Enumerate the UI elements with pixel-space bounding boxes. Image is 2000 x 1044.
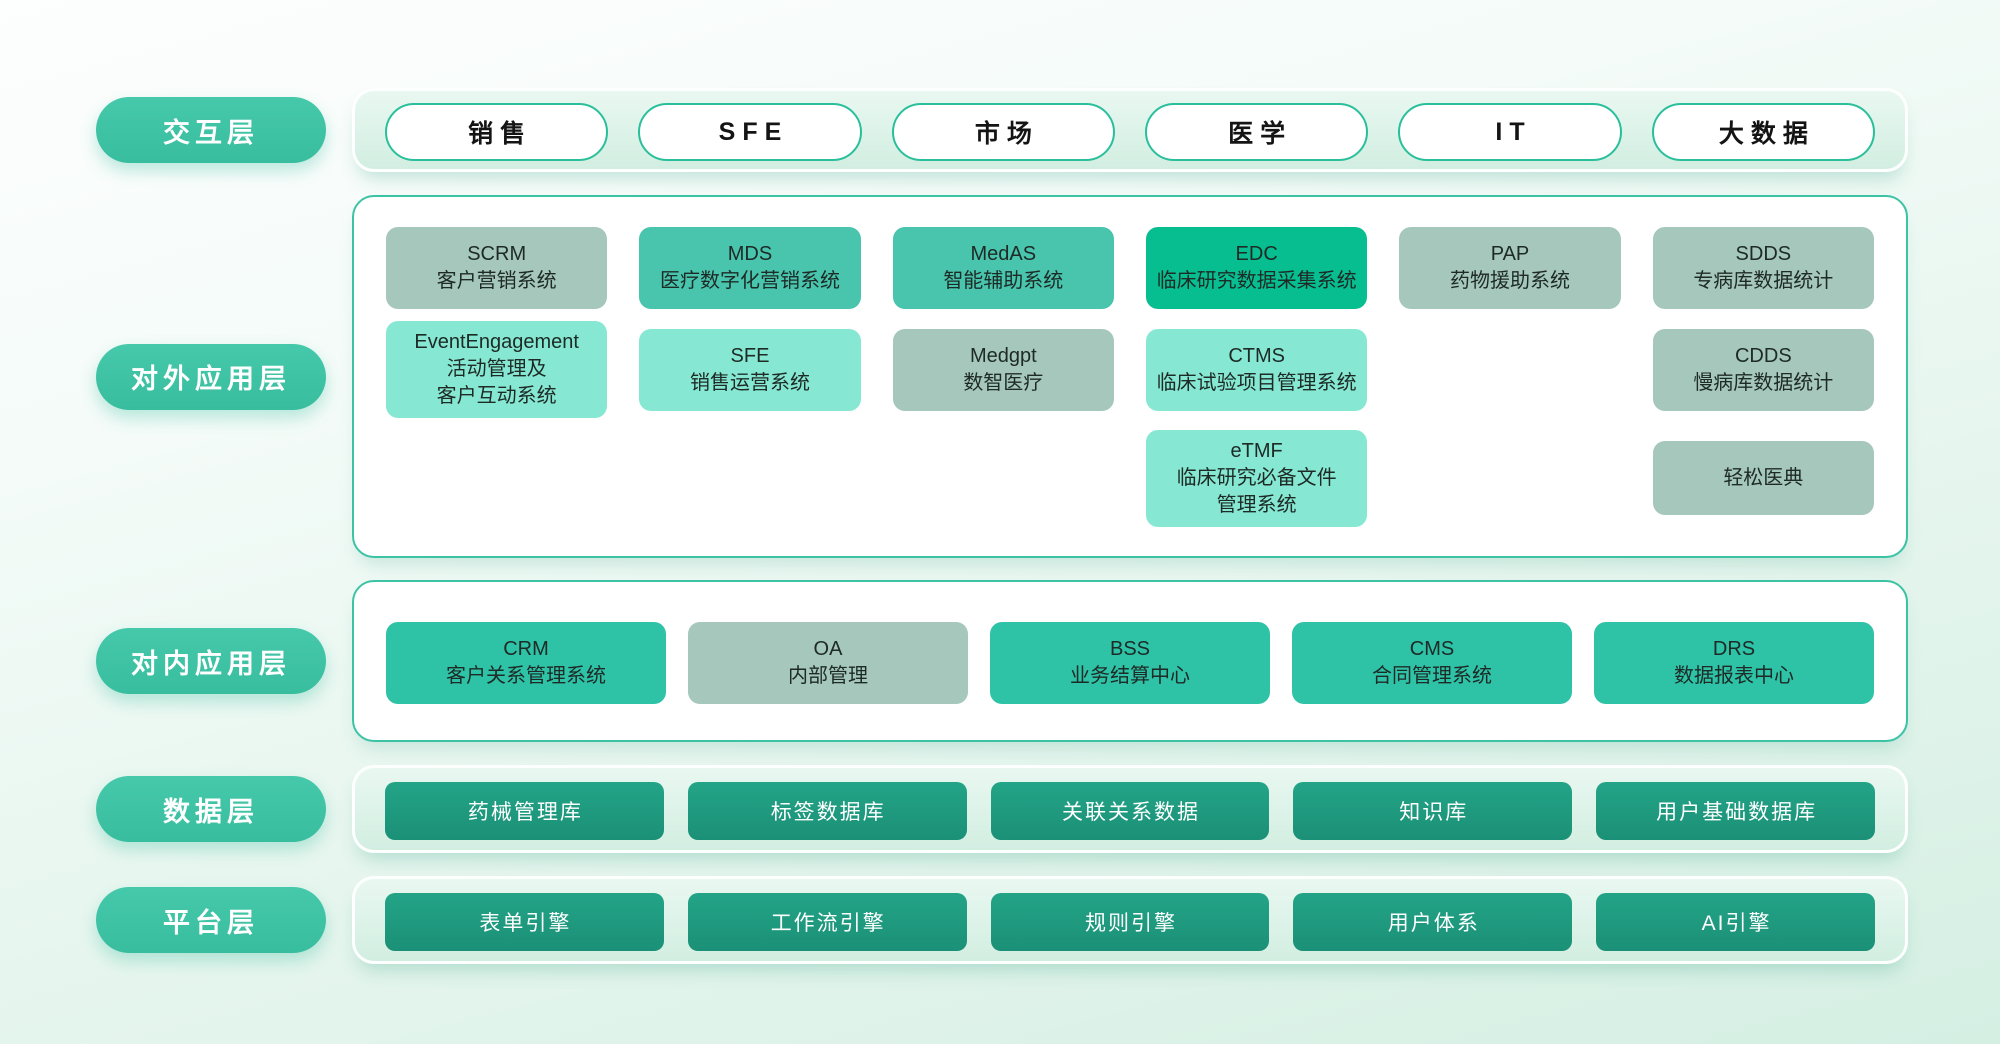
- pill-sales: 销售: [385, 103, 609, 161]
- platform-layer-label-col: 平台层: [96, 887, 352, 953]
- box-form-engine: 表单引擎: [385, 893, 664, 951]
- layer-label-interaction: 交互层: [96, 97, 326, 163]
- card-pap: PAP 药物援助系统: [1399, 227, 1621, 309]
- pill-market: 市场: [891, 103, 1115, 161]
- card-oa: OA 内部管理: [688, 622, 968, 704]
- card-drs: DRS 数据报表中心: [1594, 622, 1874, 704]
- internal-apps-row: 对内应用层 CRM 客户关系管理系统 OA 内部管理 BSS 业务结算中心 CM…: [96, 580, 1908, 742]
- external-apps-panel: SCRM 客户营销系统 MDS 医疗数字化营销系统 MedAS 智能辅助系统 E…: [352, 195, 1908, 558]
- box-knowledge-base: 知识库: [1293, 782, 1573, 840]
- card-medgpt: Medgpt 数智医疗: [892, 328, 1114, 411]
- card-medas: MedAS 智能辅助系统: [892, 227, 1114, 309]
- platform-layer-row: 平台层 表单引擎 工作流引擎 规则引擎 用户体系 AI引擎: [96, 876, 1908, 964]
- pill-bigdata: 大数据: [1651, 103, 1875, 161]
- card-cms: CMS 合同管理系统: [1292, 622, 1572, 704]
- card-edc: EDC 临床研究数据采集系统: [1145, 227, 1368, 309]
- interaction-layer-row: 交互层 销售 SFE 市场 医学 IT 大数据: [96, 88, 1908, 172]
- interaction-layer-tray: 销售 SFE 市场 医学 IT 大数据: [352, 88, 1908, 172]
- box-ai-engine: AI引擎: [1596, 893, 1875, 951]
- card-ctms: CTMS 临床试验项目管理系统: [1145, 328, 1368, 411]
- card-sdds: SDDS 专病库数据统计: [1652, 227, 1874, 309]
- card-scrm: SCRM 客户营销系统: [386, 227, 608, 309]
- layer-label-external-apps: 对外应用层: [96, 343, 326, 410]
- box-drug-device-db: 药械管理库: [385, 782, 664, 840]
- box-user-base-db: 用户基础数据库: [1596, 782, 1875, 840]
- card-bss: BSS 业务结算中心: [990, 622, 1270, 704]
- card-etmf: eTMF 临床研究必备文件 管理系统: [1145, 429, 1368, 527]
- data-layer-label-col: 数据层: [96, 776, 352, 842]
- box-workflow-engine: 工作流引擎: [687, 893, 967, 951]
- layer-label-platform: 平台层: [96, 887, 326, 953]
- architecture-diagram: 交互层 销售 SFE 市场 医学 IT 大数据 对外应用层 SCRM 客户营销系…: [96, 88, 1908, 964]
- card-event-engagement: EventEngagement 活动管理及 客户互动系统: [386, 321, 608, 419]
- box-user-system: 用户体系: [1293, 893, 1573, 951]
- box-tag-db: 标签数据库: [687, 782, 967, 840]
- layer-label-internal-apps: 对内应用层: [96, 628, 326, 694]
- box-rule-engine: 规则引擎: [990, 893, 1270, 951]
- internal-apps-panel: CRM 客户关系管理系统 OA 内部管理 BSS 业务结算中心 CMS 合同管理…: [352, 580, 1908, 742]
- external-apps-row: 对外应用层 SCRM 客户营销系统 MDS 医疗数字化营销系统 MedAS 智能…: [96, 195, 1908, 558]
- card-cdds: CDDS 慢病库数据统计: [1652, 328, 1874, 411]
- card-qingsong-yidian: 轻松医典: [1652, 441, 1874, 516]
- card-sfe: SFE 销售运营系统: [639, 328, 861, 411]
- pill-sfe: SFE: [638, 103, 862, 161]
- external-apps-label-col: 对外应用层: [96, 343, 352, 410]
- pill-medical: 医学: [1144, 103, 1369, 161]
- data-layer-row: 数据层 药械管理库 标签数据库 关联关系数据 知识库 用户基础数据库: [96, 765, 1908, 853]
- internal-apps-label-col: 对内应用层: [96, 628, 352, 694]
- interaction-layer-label-col: 交互层: [96, 97, 352, 163]
- data-layer-tray: 药械管理库 标签数据库 关联关系数据 知识库 用户基础数据库: [352, 765, 1908, 853]
- pill-it: IT: [1398, 103, 1622, 161]
- platform-layer-tray: 表单引擎 工作流引擎 规则引擎 用户体系 AI引擎: [352, 876, 1908, 964]
- layer-label-data: 数据层: [96, 776, 326, 842]
- card-mds: MDS 医疗数字化营销系统: [639, 227, 861, 309]
- box-relation-data: 关联关系数据: [990, 782, 1270, 840]
- card-crm: CRM 客户关系管理系统: [386, 622, 666, 704]
